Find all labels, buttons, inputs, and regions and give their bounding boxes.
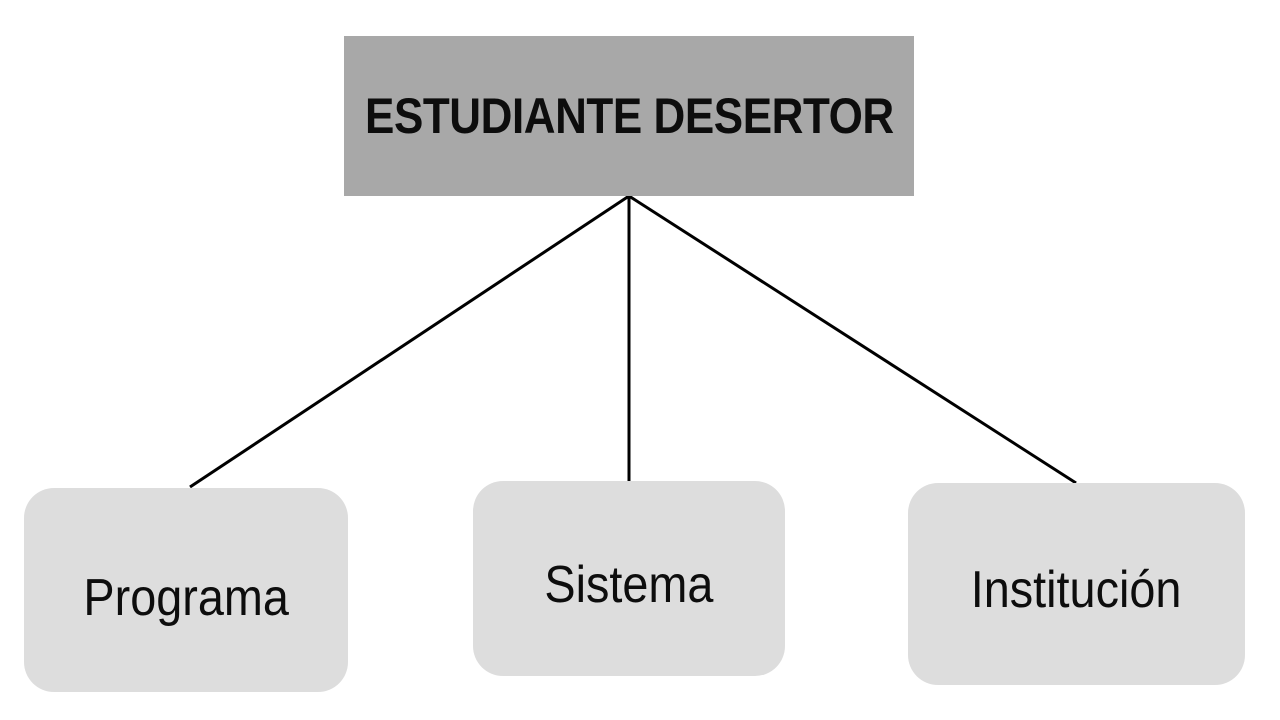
node-estudiante-desertor[interactable]: ESTUDIANTE DESERTOR [344,36,914,196]
node-label-institucion: Institución [971,561,1182,619]
connector-root-to-institucion [628,194,1077,485]
node-programa[interactable]: Programa [24,488,348,692]
node-label-programa: Programa [83,569,289,627]
node-institucion[interactable]: Institución [908,483,1245,685]
node-sistema[interactable]: Sistema [473,481,785,676]
node-label-estudiante-desertor: ESTUDIANTE DESERTOR [364,88,894,144]
connector-root-to-programa [189,194,630,489]
node-label-sistema: Sistema [544,555,714,614]
